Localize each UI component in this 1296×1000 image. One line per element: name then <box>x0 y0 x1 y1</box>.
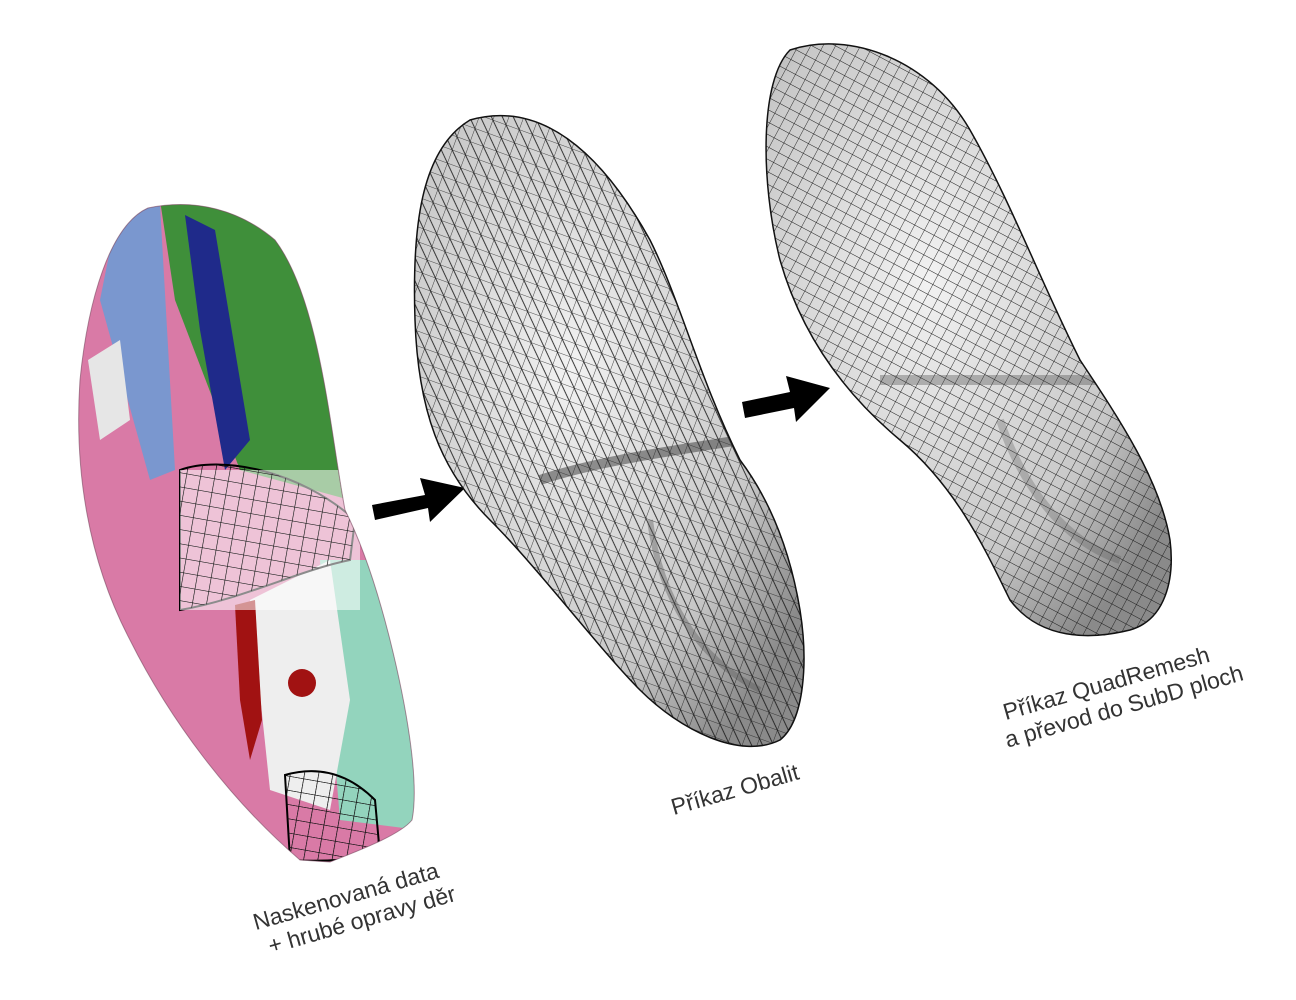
wrap-mesh-model <box>413 114 805 748</box>
red-gap <box>235 600 262 760</box>
scanned-last-model <box>78 204 415 863</box>
navy-patch <box>185 215 250 470</box>
quadremesh-model <box>765 43 1172 637</box>
blue-patch <box>100 204 175 480</box>
red-hole <box>288 669 316 697</box>
arrow-right-icon <box>742 376 830 422</box>
arrow-right-icon <box>372 478 465 522</box>
